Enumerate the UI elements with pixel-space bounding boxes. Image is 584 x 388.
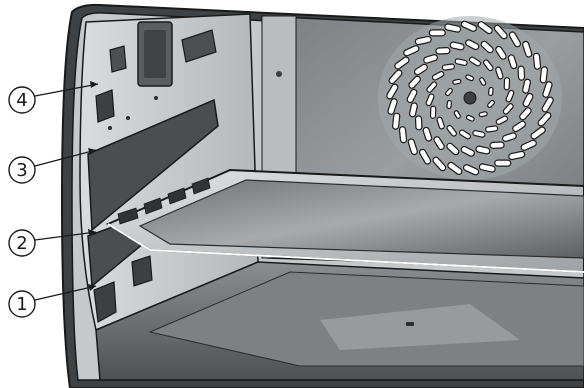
callout-number: 1 — [16, 294, 27, 315]
fan-slot — [485, 126, 498, 133]
wall-hole — [126, 116, 130, 120]
shelf-runner-level-4 — [96, 90, 114, 122]
fan-slot — [447, 100, 452, 108]
floor-drain-icon — [406, 322, 414, 326]
wall-light-lens — [144, 30, 166, 78]
fan-slot — [392, 113, 400, 130]
fan-slot — [533, 53, 541, 70]
fan-slot — [442, 64, 455, 71]
wall-hole — [108, 126, 112, 130]
fan-slot — [488, 87, 493, 95]
fan-cover — [378, 16, 562, 180]
fan-slot — [518, 66, 525, 80]
callout-number: 4 — [16, 90, 27, 111]
fan-slot — [495, 160, 511, 166]
fan-slot — [479, 111, 488, 117]
fan-slot — [429, 30, 445, 36]
fan-slot — [399, 126, 407, 143]
fan-hub-icon — [464, 92, 476, 104]
callout-number: 2 — [16, 233, 27, 254]
fan-slot — [490, 142, 504, 149]
fan-slot — [415, 116, 422, 130]
shelf-runner-level-1-rear — [132, 256, 152, 286]
callout-number: 3 — [16, 160, 27, 181]
wall-clip — [110, 46, 126, 72]
fan-slot — [436, 47, 450, 54]
screw-icon — [276, 71, 282, 77]
fan-slot — [430, 106, 435, 118]
wall-hole — [154, 96, 158, 100]
fan-slot — [540, 67, 548, 84]
fan-slot — [452, 79, 461, 85]
fan-slot — [504, 78, 509, 90]
